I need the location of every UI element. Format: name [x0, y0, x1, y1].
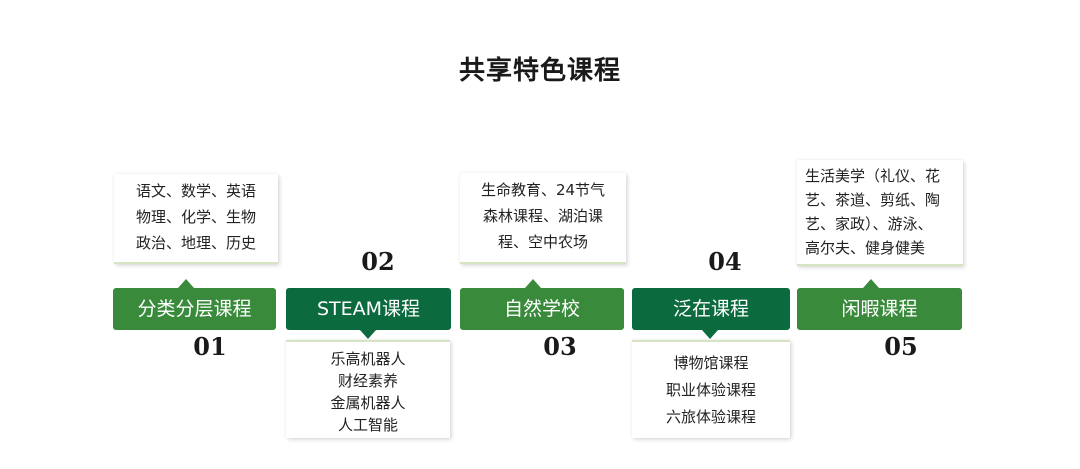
course-1-pointer: [178, 279, 194, 288]
course-3-line-3: 程、空中农场: [497, 233, 588, 251]
course-5-line-3: 艺、家政）、游泳、: [805, 215, 933, 233]
course-5-label: 闲暇课程: [797, 288, 962, 330]
course-1-description: 语文、数学、英语 物理、化学、生物 政治、地理、历史: [114, 174, 278, 264]
course-4-label: 泛在课程: [632, 288, 790, 330]
course-1-line-1: 语文、数学、英语: [135, 182, 256, 200]
course-5-pointer: [863, 279, 879, 288]
course-5-line-4: 高尔夫、健身健美: [805, 239, 926, 257]
course-5-description: 生活美学（礼仪、花 艺、茶道、剪纸、陶 艺、家政）、游泳、 高尔夫、健身健美: [797, 160, 963, 266]
course-3-line-1: 生命教育、24节气: [480, 181, 606, 199]
course-5-number: 05: [884, 332, 918, 361]
course-2-line-1: 乐高机器人: [330, 350, 406, 368]
course-3-pointer: [525, 279, 541, 288]
course-2-pointer: [360, 330, 376, 339]
course-2-line-2: 财经素养: [337, 372, 398, 390]
course-2-description: 乐高机器人 财经素养 金属机器人 人工智能: [286, 340, 450, 438]
course-2-label: STEAM课程: [286, 288, 451, 330]
course-1-label: 分类分层课程: [113, 288, 276, 330]
course-3-number: 03: [543, 332, 577, 361]
course-3-description: 生命教育、24节气 森林课程、湖泊课 程、空中农场: [460, 173, 626, 264]
course-4-number: 04: [708, 247, 742, 276]
course-4-pointer: [702, 330, 718, 339]
course-5-line-1: 生活美学（礼仪、花: [805, 167, 941, 185]
course-4-description: 博物馆课程 职业体验课程 六旅体验课程: [632, 340, 790, 438]
course-3-label: 自然学校: [460, 288, 624, 330]
course-2-number: 02: [361, 247, 395, 276]
course-4-line-2: 职业体验课程: [665, 381, 756, 399]
course-1-number: 01: [193, 332, 227, 361]
course-2-line-3: 金属机器人: [330, 394, 406, 412]
course-1-line-2: 物理、化学、生物: [135, 208, 256, 226]
course-4-line-1: 博物馆课程: [673, 354, 749, 372]
course-4-line-3: 六旅体验课程: [665, 408, 756, 426]
course-2-line-4: 人工智能: [337, 416, 398, 434]
course-1-line-3: 政治、地理、历史: [135, 234, 256, 252]
page-title: 共享特色课程: [458, 56, 621, 86]
course-5-line-2: 艺、茶道、剪纸、陶: [805, 191, 941, 209]
course-3-line-2: 森林课程、湖泊课: [482, 207, 603, 225]
